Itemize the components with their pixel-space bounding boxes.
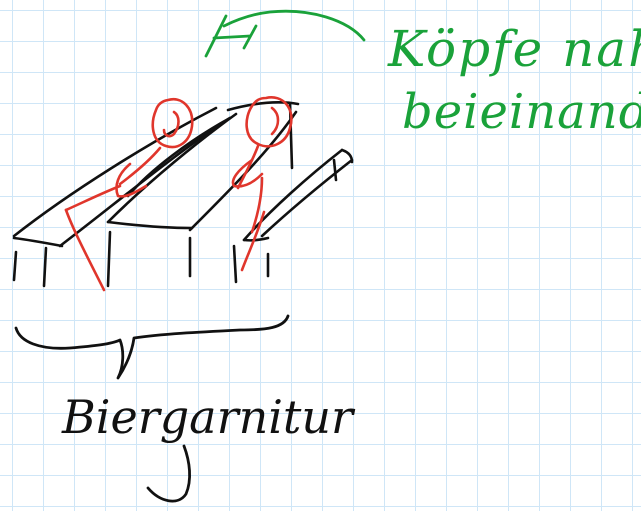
right-person-head [245,96,293,148]
right-person-head-inner [270,106,280,136]
right-person-leg-b [240,210,266,272]
left-person-leg [64,208,106,292]
annotation-line-1: Köpfe nah [388,20,641,78]
leg-1 [12,250,18,282]
table-top-left-edge [106,112,238,224]
table-top-front-edge [106,220,194,230]
left-person-arm [115,162,148,198]
left-bench-top-edge [12,106,218,238]
stick-figure-person-right [231,96,293,272]
right-person-arm [231,158,264,188]
caption-label: Biergarnitur [62,390,354,444]
arrow-shaft [222,9,366,42]
left-person-head-inner [162,110,180,138]
right-bench-front [242,236,270,242]
left-person-back-leg [64,184,122,212]
leg-3 [106,230,112,288]
table-top-mid-edge [126,116,232,198]
arrow-bracket-bar [212,34,252,40]
left-bench-end [12,236,64,248]
right-bench-end [340,148,354,164]
annotation-line-2: beieinander [402,84,641,140]
curly-brace-icon [14,314,290,380]
right-bench-back-edge [260,158,354,238]
right-person-torso [236,144,260,190]
stick-figure-person-left [64,97,194,292]
arrow-bracket-left [204,14,228,58]
beer-bench-set-drawing [12,101,354,288]
leg-2 [42,246,48,288]
caption-hook [146,444,191,503]
leg-5 [232,244,238,284]
stick-figure-group [64,96,293,292]
right-person-leg-a [250,176,264,234]
leg-8 [332,158,338,182]
table-top-back-edge [226,101,300,112]
left-person-torso [118,146,162,186]
table-top-right-edge [188,110,298,232]
left-bench-front-edge [58,116,232,248]
arrow-left-icon [204,9,366,58]
left-person-head [151,97,194,149]
